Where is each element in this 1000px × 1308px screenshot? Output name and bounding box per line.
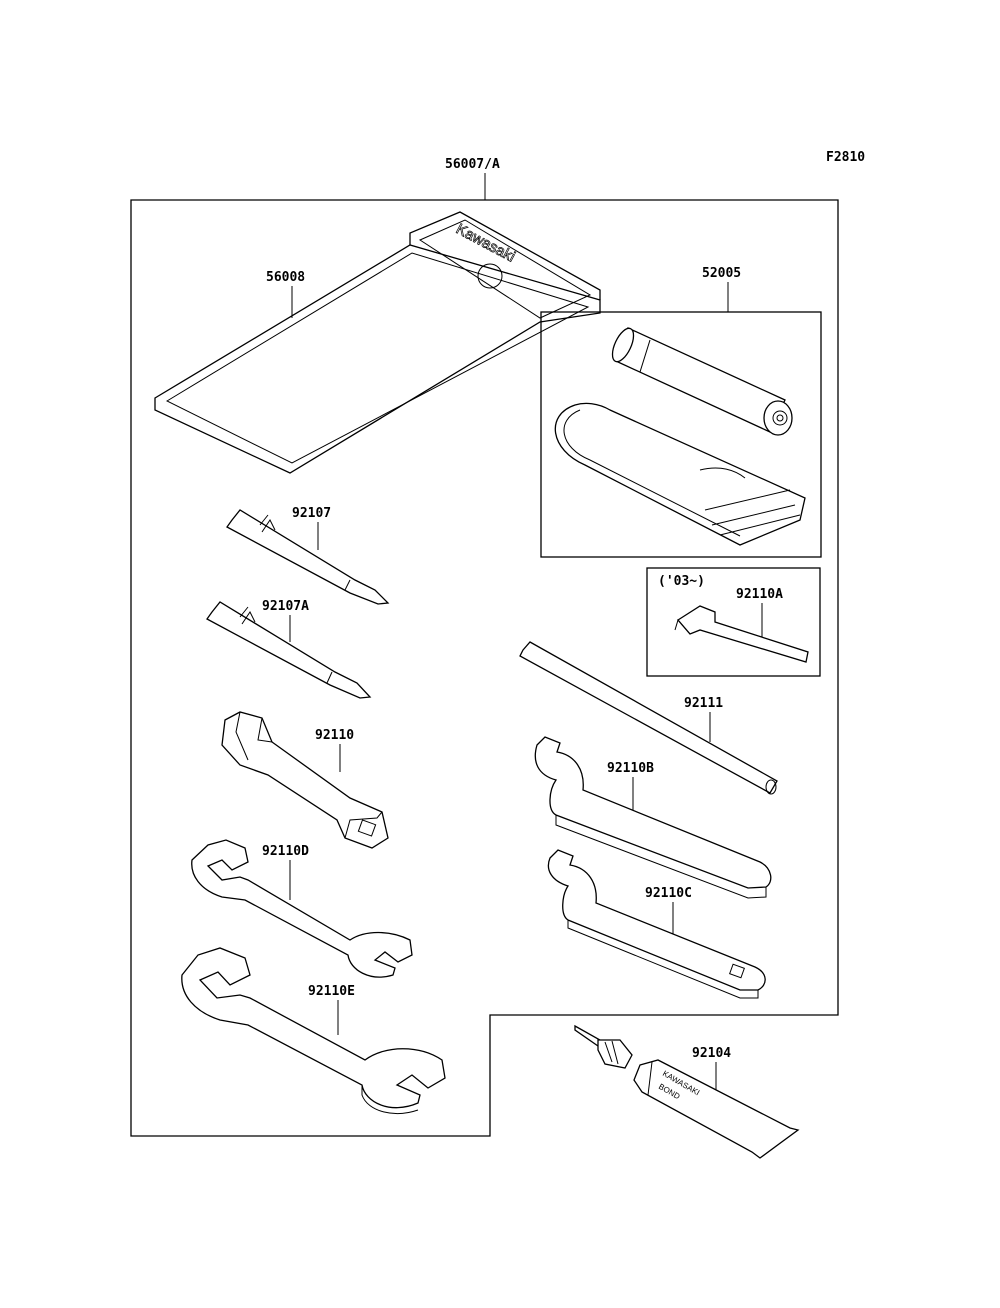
tire-repair-kit-illustration (554, 327, 806, 546)
label-92104: 92104 (692, 1046, 731, 1061)
inset-box-52005 (540, 311, 822, 558)
assembly-label: 56007/A (445, 157, 500, 172)
tool-bag-illustration: Kawasaki (154, 211, 601, 474)
driver-bit-a-illustration (206, 601, 372, 699)
label-92107A: 92107A (262, 599, 309, 614)
label-52005: 52005 (702, 266, 741, 281)
label-92110A: 92110A (736, 587, 783, 602)
figure-code: F2810 (826, 150, 865, 165)
label-92110E: 92110E (308, 984, 355, 999)
hex-wrench-illustration (674, 605, 809, 663)
hook-wrench-c-illustration (547, 849, 766, 999)
driver-bit-illustration (226, 509, 390, 605)
bond-tube-illustration: KAWASAKI BOND (574, 1024, 800, 1159)
open-wrench-d-illustration (191, 839, 413, 978)
spark-plug-wrench-illustration (221, 711, 389, 849)
bag-brand-text: Kawasaki (453, 221, 518, 266)
open-wrench-e-illustration (181, 947, 446, 1114)
label-92110B: 92110B (607, 761, 654, 776)
label-92110C: 92110C (645, 886, 692, 901)
label-92107: 92107 (292, 506, 331, 521)
inset-box-92110A (646, 567, 821, 677)
label-56008: 56008 (266, 270, 305, 285)
label-92111: 92111 (684, 696, 723, 711)
assembly-outline (130, 199, 839, 1137)
label-03-note: ('03~) (658, 574, 705, 589)
label-92110: 92110 (315, 728, 354, 743)
handle-bar-illustration (519, 641, 778, 795)
label-92110D: 92110D (262, 844, 309, 859)
hook-wrench-b-illustration (534, 736, 772, 899)
